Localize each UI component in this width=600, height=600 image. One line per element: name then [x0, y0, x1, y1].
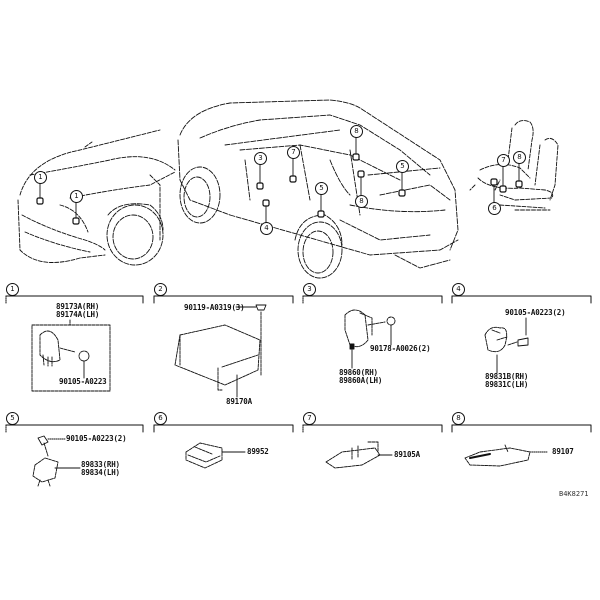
panel-7-number: 7 [303, 412, 316, 425]
panel4-art [484, 317, 529, 374]
overview-dots [36, 153, 523, 225]
panel2-art [174, 304, 267, 398]
callout-6-seat: 6 [488, 202, 501, 215]
part-89952[interactable]: 89952 [247, 447, 269, 456]
panel5-art [32, 435, 81, 487]
panel-5-number: 5 [6, 412, 19, 425]
part-90105-A0223-panel5[interactable]: 90105-A0223(2) [66, 434, 127, 443]
panel-4-number: 4 [452, 283, 465, 296]
part-90105-A0223-2[interactable]: 90105-A0223(2) [505, 308, 566, 317]
panel3-art [344, 309, 396, 369]
seat-illustration [469, 120, 559, 211]
callout-8-c-pillar: 8 [355, 195, 368, 208]
part-90119-A0319[interactable]: 90119-A0319(3) [184, 303, 245, 312]
callout-3-dash: 3 [254, 152, 267, 165]
callout-8-seat: 8 [513, 151, 526, 164]
callout-5-rear-door: 5 [315, 182, 328, 195]
part-89860A-LH[interactable]: 89860A(LH) [339, 376, 383, 385]
panel-3-number: 3 [303, 283, 316, 296]
panel1-art [31, 319, 111, 392]
panel-2-number: 2 [154, 283, 167, 296]
part-90105-A0223[interactable]: 90105-A0223 [59, 377, 107, 386]
front-wheel [106, 203, 164, 266]
panel-6-number: 6 [154, 412, 167, 425]
part-89860-RH[interactable]: 89860(RH) [339, 368, 378, 377]
part-90178-A0026[interactable]: 90178-A0026(2) [370, 344, 431, 353]
callout-7-seat: 7 [497, 154, 510, 167]
part-89831B-RH[interactable]: 89831B(RH) [485, 372, 529, 381]
panel8-art [464, 444, 549, 467]
part-89107[interactable]: 89107 [552, 447, 574, 456]
panel6-art [185, 442, 246, 469]
callout-4-b-pillar: 4 [260, 222, 273, 235]
panel-1-number: 1 [6, 283, 19, 296]
callout-7-console: 7 [287, 146, 300, 159]
panel-frames-row2 [5, 424, 592, 433]
part-89105A[interactable]: 89105A [394, 450, 420, 459]
suv-wheels [179, 166, 343, 279]
panel7-art [325, 441, 393, 469]
part-89831C-LH[interactable]: 89831C(LH) [485, 380, 529, 389]
callout-8-roof: 8 [350, 125, 363, 138]
callout-5-rear: 5 [396, 160, 409, 173]
part-89174A-LH[interactable]: 89174A(LH) [56, 310, 100, 319]
callout-1-front: 1 [70, 190, 83, 203]
panel-8-number: 8 [452, 412, 465, 425]
part-89173A-RH[interactable]: 89173A(RH) [56, 302, 100, 311]
callout-1-headlamp: 1 [34, 171, 47, 184]
overview-leader-lines [39, 135, 520, 224]
part-89170A[interactable]: 89170A [226, 397, 252, 406]
part-89833-RH[interactable]: 89833(RH) [81, 460, 120, 469]
front-vehicle-illustration [17, 129, 176, 263]
part-89834-LH[interactable]: 89834(LH) [81, 468, 120, 477]
diagram-reference-code: B4K8271 [559, 490, 589, 498]
panel-frames-row1 [5, 295, 592, 304]
